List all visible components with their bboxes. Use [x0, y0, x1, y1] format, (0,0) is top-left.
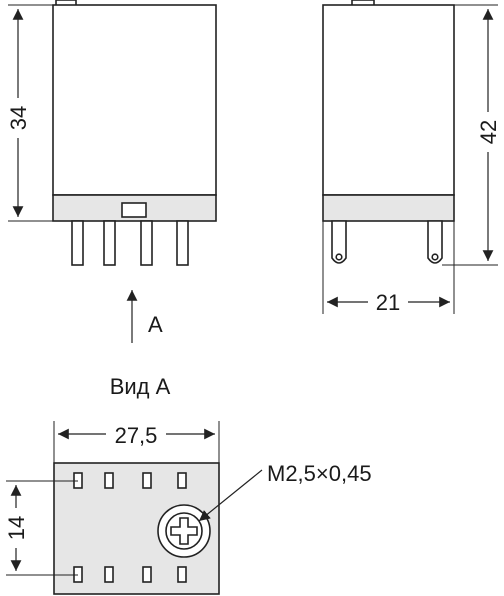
bottom-view: [53, 462, 220, 595]
dimension-height-body-label: 34: [6, 106, 31, 130]
dimension-height-total: 42: [442, 4, 501, 266]
bottom-view-pin-bottom-2: [104, 566, 114, 583]
front-view-pin-4: [176, 220, 189, 266]
side-view-pin-left: [331, 220, 347, 264]
front-view: [52, 0, 217, 266]
view-a-arrow-label: A: [148, 312, 163, 337]
bottom-view-pin-bottom-3: [142, 566, 152, 583]
screw-thread-callout: M2,5×0,45: [198, 461, 372, 522]
dimension-width-label: 27,5: [115, 423, 158, 448]
bottom-view-pin-top-2: [104, 472, 114, 489]
side-view: [322, 0, 455, 264]
front-view-pin-2: [103, 220, 116, 266]
mounting-screw-icon: [157, 504, 211, 558]
front-view-latch: [121, 202, 147, 218]
front-view-housing: [52, 4, 217, 196]
view-a-title: Вид А: [110, 374, 171, 399]
dimension-height-total-label: 42: [476, 120, 501, 144]
dimension-depth: 21: [322, 221, 455, 315]
front-view-pin-1: [71, 220, 84, 266]
screw-thread-label: M2,5×0,45: [267, 461, 372, 486]
bottom-view-pin-bottom-4: [177, 566, 187, 583]
dimension-pin-spacing-label: 14: [4, 516, 29, 540]
dimension-depth-label: 21: [376, 290, 400, 315]
front-view-pin-3: [140, 220, 153, 266]
dimension-pin-spacing: 14: [4, 480, 78, 576]
dimension-height-body: 34: [6, 4, 53, 222]
side-view-base: [322, 194, 455, 222]
view-a-arrow: A: [126, 290, 163, 343]
side-view-housing: [322, 4, 455, 196]
dimension-width: 27,5: [53, 420, 220, 463]
bottom-view-pin-top-3: [142, 472, 152, 489]
side-view-pin-right: [427, 220, 443, 264]
bottom-view-pin-top-4: [177, 472, 187, 489]
